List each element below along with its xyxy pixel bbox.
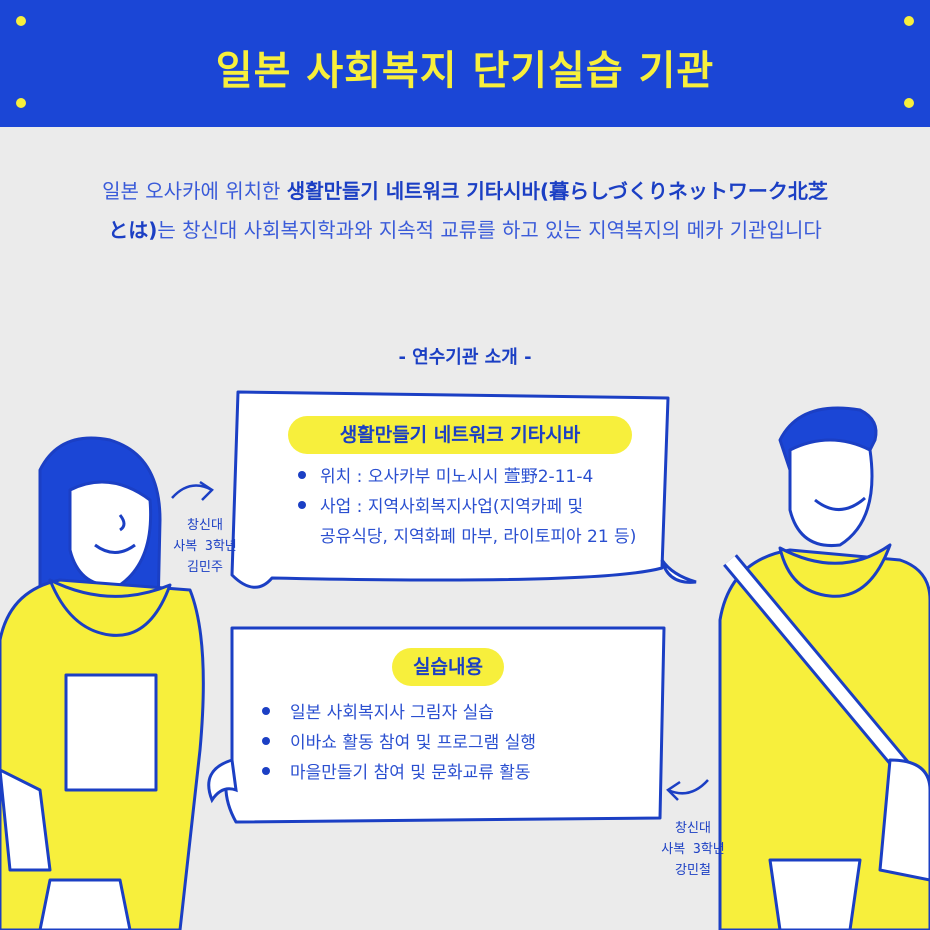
intro-highlight: 생활만들기 네트워크 기타시바(暮らしづくりネットワーク北芝とは) [108,179,828,242]
list-item: 마을만들기 참여 및 문화교류 활동 [262,758,536,788]
bullet-icon [298,471,306,479]
list-item: 공유식당, 지역화폐 마부, 라이토피아 21 등) [320,527,637,547]
header-banner: 일본 사회복지 단기실습 기관 [0,0,930,127]
card1-list: 위치 : 오사카부 미노시시 萱野2-11-4 사업 : 지역사회복지사업(지역… [298,462,636,552]
section-title: - 연수기관 소개 - [398,347,532,368]
card2-curl [207,758,238,804]
card1-title: 생활만들기 네트워크 기타시바 [288,416,632,454]
card2-list: 일본 사회복지사 그림자 실습 이바쇼 활동 참여 및 프로그램 실행 마을만들… [262,698,536,788]
intro-prefix: 일본 오사카에 위치한 [102,179,287,203]
arrow-right-person [667,779,709,795]
bullet-icon [262,707,270,715]
list-item: 일본 사회복지사 그림자 실습 [262,698,536,728]
decor-dot [16,98,26,108]
list-item: 위치 : 오사카부 미노시시 萱野2-11-4 [298,462,636,492]
card2-title: 실습내용 [392,648,504,686]
right-person [718,406,930,930]
decor-dot [16,16,26,26]
intro-paragraph: 일본 오사카에 위치한 생활만들기 네트워크 기타시바(暮らしづくりネットワーク… [100,172,830,250]
list-item: 이바쇼 활동 참여 및 프로그램 실행 [262,728,536,758]
list-item: 사업 : 지역사회복지사업(지역카페 및 [298,492,636,522]
left-person-label: 창신대 사복 3학년 김민주 [173,518,237,575]
right-person-label: 창신대 사복 3학년 강민철 [661,821,725,878]
left-person [0,436,205,930]
bullet-icon [298,501,306,509]
decor-dot [904,98,914,108]
card1-curl [660,559,697,584]
bullet-icon [262,737,270,745]
decor-dot [904,16,914,26]
bullet-icon [262,767,270,775]
page-title: 일본 사회복지 단기실습 기관 [215,48,715,94]
intro-suffix: 는 창신대 사회복지학과와 지속적 교류를 하고 있는 지역복지의 메카 기관입… [157,218,822,242]
